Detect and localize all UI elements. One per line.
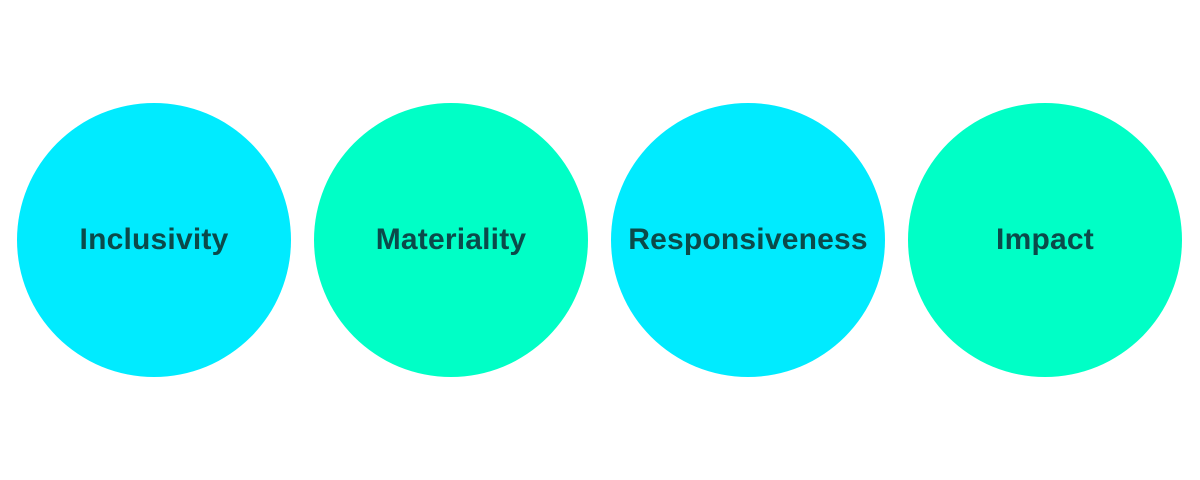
circle-label: Impact bbox=[996, 223, 1094, 256]
circle-materiality: Materiality bbox=[314, 103, 588, 377]
circle-responsiveness: Responsiveness bbox=[611, 103, 885, 377]
circle-label: Inclusivity bbox=[79, 223, 229, 256]
circle-label: Responsiveness bbox=[628, 223, 868, 256]
circle-label: Materiality bbox=[375, 223, 527, 256]
circle-impact: Impact bbox=[908, 103, 1182, 377]
circle-inclusivity: Inclusivity bbox=[17, 103, 291, 377]
